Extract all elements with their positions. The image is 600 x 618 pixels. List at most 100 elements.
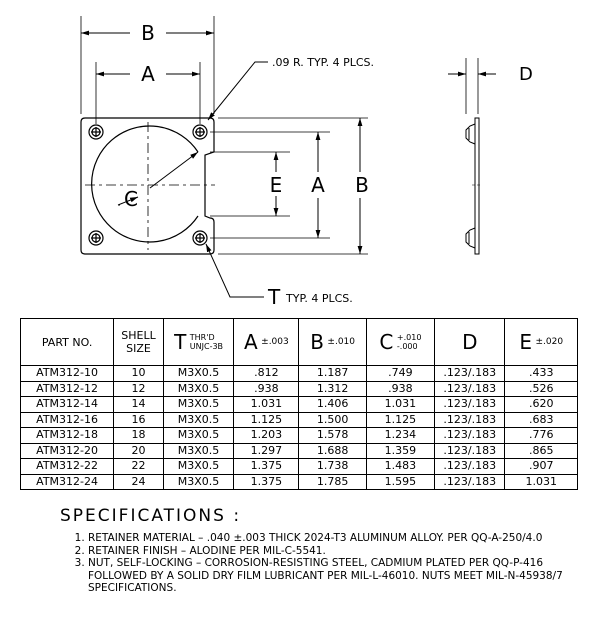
- cell-shell: 18: [113, 427, 164, 444]
- specifications-title: SPECIFICATIONS :: [60, 506, 242, 526]
- cell-d: .123/.183: [434, 442, 506, 459]
- cell-c: 1.125: [365, 411, 436, 428]
- cell-e: .620: [504, 396, 578, 413]
- center-cutout: [91, 125, 199, 243]
- cell-c: 1.031: [365, 396, 436, 413]
- spec-item: RETAINER MATERIAL – .040 ±.003 THICK 202…: [88, 532, 580, 545]
- col-b: B ±.010: [298, 318, 367, 366]
- dim-b-side: B: [355, 173, 369, 197]
- cell-b: 1.406: [298, 396, 367, 413]
- cell-part: ATM312-18: [19, 427, 115, 444]
- cell-b: 1.500: [298, 411, 367, 428]
- cell-shell: 24: [113, 473, 164, 490]
- dim-c: C: [124, 187, 138, 211]
- side-view: [448, 58, 496, 255]
- cell-part: ATM312-14: [19, 396, 115, 413]
- cell-a: 1.125: [233, 411, 300, 428]
- cell-e: .683: [504, 411, 578, 428]
- col-a: A ±.003: [233, 318, 300, 366]
- retainer-drawing: B A E A B C .09 R. TYP. 4 PLCS. T TYP. 4…: [80, 16, 533, 309]
- col-c: C +.010-.000: [365, 318, 436, 366]
- cell-a: .812: [233, 365, 300, 382]
- col-e: E ±.020: [504, 318, 578, 366]
- cell-a: 1.031: [233, 396, 300, 413]
- cell-t: M3X0.5: [162, 365, 235, 382]
- cell-a: 1.375: [233, 458, 300, 475]
- cell-a: .938: [233, 380, 300, 397]
- cell-e: .907: [504, 458, 578, 475]
- mounting-hole: [192, 124, 208, 140]
- cell-part: ATM312-20: [19, 442, 115, 459]
- cell-b: 1.187: [298, 365, 367, 382]
- spec-item: RETAINER FINISH – ALODINE PER MIL-C-5541…: [88, 545, 580, 558]
- cell-d: .123/.183: [434, 473, 506, 490]
- retainer-outline: [80, 117, 215, 255]
- cell-part: ATM312-10: [19, 365, 115, 382]
- cell-d: .123/.183: [434, 380, 506, 397]
- cell-shell: 14: [113, 396, 164, 413]
- cell-d: .123/.183: [434, 396, 506, 413]
- cell-t: M3X0.5: [162, 411, 235, 428]
- cell-part: ATM312-16: [19, 411, 115, 428]
- dim-d: D: [519, 64, 533, 85]
- radius-note: .09 R. TYP. 4 PLCS.: [272, 56, 374, 69]
- cell-t: M3X0.5: [162, 427, 235, 444]
- specifications-list: RETAINER MATERIAL – .040 ±.003 THICK 202…: [60, 532, 580, 595]
- front-view: [80, 117, 215, 255]
- dim-a-side: A: [311, 173, 325, 197]
- dim-a-top: A: [141, 62, 155, 86]
- dimension-lines: [81, 30, 363, 298]
- cell-a: 1.297: [233, 442, 300, 459]
- cell-b: 1.688: [298, 442, 367, 459]
- cell-e: 1.031: [504, 473, 578, 490]
- cell-e: .865: [504, 442, 578, 459]
- cell-e: .433: [504, 365, 578, 382]
- cell-t: M3X0.5: [162, 396, 235, 413]
- dimension-labels: B A E A B C .09 R. TYP. 4 PLCS. T TYP. 4…: [124, 21, 533, 309]
- cell-shell: 22: [113, 458, 164, 475]
- cell-t: M3X0.5: [162, 442, 235, 459]
- cell-b: 1.312: [298, 380, 367, 397]
- cell-shell: 12: [113, 380, 164, 397]
- spec-item: NUT, SELF-LOCKING – CORROSION-RESISTING …: [88, 557, 580, 595]
- col-d: D: [434, 318, 506, 366]
- cell-c: 1.359: [365, 442, 436, 459]
- cell-c: 1.234: [365, 427, 436, 444]
- cell-d: .123/.183: [434, 365, 506, 382]
- mounting-hole: [192, 230, 208, 246]
- cell-c: .938: [365, 380, 436, 397]
- cell-e: .526: [504, 380, 578, 397]
- cell-t: M3X0.5: [162, 380, 235, 397]
- cell-t: M3X0.5: [162, 473, 235, 490]
- cell-d: .123/.183: [434, 458, 506, 475]
- t-note-text: TYP. 4 PLCS.: [285, 292, 353, 305]
- cell-c: .749: [365, 365, 436, 382]
- cell-d: .123/.183: [434, 411, 506, 428]
- t-note-letter: T: [267, 285, 281, 309]
- cell-shell: 10: [113, 365, 164, 382]
- cell-b: 1.738: [298, 458, 367, 475]
- cell-part: ATM312-12: [19, 380, 115, 397]
- cell-c: 1.595: [365, 473, 436, 490]
- dim-b-top: B: [141, 21, 155, 45]
- cell-b: 1.785: [298, 473, 367, 490]
- mounting-hole: [88, 230, 104, 246]
- cell-t: M3X0.5: [162, 458, 235, 475]
- cell-c: 1.483: [365, 458, 436, 475]
- cell-part: ATM312-24: [19, 473, 115, 490]
- mounting-hole: [88, 124, 104, 140]
- specifications: SPECIFICATIONS : RETAINER MATERIAL – .04…: [60, 506, 580, 595]
- cell-a: 1.203: [233, 427, 300, 444]
- cell-a: 1.375: [233, 473, 300, 490]
